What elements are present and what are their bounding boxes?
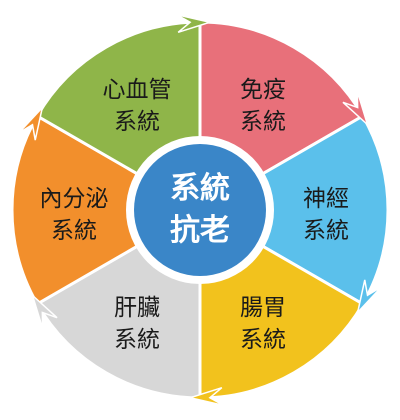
arrow-endocrine-icon	[18, 105, 44, 141]
segment-label-liver-line1: 肝臟	[114, 295, 160, 321]
arrow-immune-icon	[342, 91, 370, 128]
arrow-digestive-icon	[187, 386, 225, 407]
segment-label-liver-line2: 系統	[114, 327, 160, 353]
segment-label-cardiovascular-line2: 系統	[114, 109, 160, 135]
segment-label-endocrine-line1: 內分泌	[40, 186, 109, 212]
center-label-line2: 抗老	[170, 213, 230, 248]
center-circle	[134, 144, 266, 276]
arrow-cardiovascular-icon	[175, 13, 213, 34]
segment-label-immune-line2: 系統	[240, 109, 286, 135]
segment-label-digestive-line1: 腸胃	[240, 295, 286, 321]
segment-endocrine	[10, 113, 204, 307]
arrow-liver-icon	[30, 292, 58, 329]
segment-label-nervous-line2: 系統	[303, 218, 349, 244]
segment-label-digestive-line2: 系統	[240, 327, 286, 353]
segment-label-nervous-line1: 神經	[303, 186, 349, 212]
arrows-layer	[18, 13, 382, 407]
center-label-line1: 系統	[170, 171, 230, 206]
segment-nervous	[196, 113, 390, 307]
segment-label-cardiovascular-line1: 心血管	[103, 77, 172, 103]
segment-label-immune-line1: 免疫	[240, 77, 286, 103]
arrow-nervous-icon	[356, 279, 382, 315]
segment-label-endocrine-line2: 系統	[51, 218, 97, 244]
